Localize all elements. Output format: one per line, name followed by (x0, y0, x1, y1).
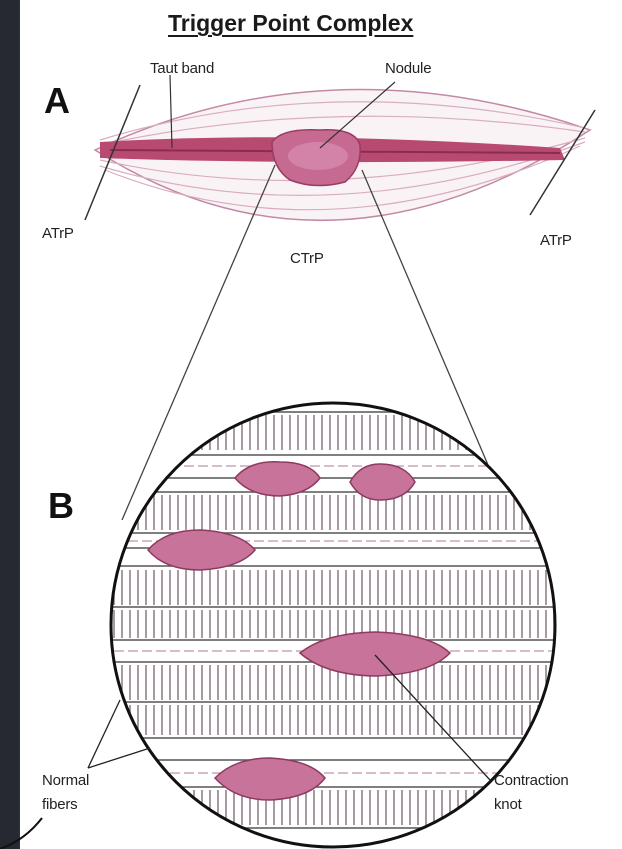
normal-fibers-label-line2: fibers (42, 796, 77, 813)
nodule (272, 130, 360, 186)
corner-mark (0, 818, 42, 849)
normal-fibers-leader-1 (88, 700, 120, 768)
normal-fibers-leader-2 (88, 748, 150, 768)
panel-b-letter: B (48, 485, 74, 527)
panel-a-letter: A (44, 80, 70, 122)
contraction-knot-label-line1: Contraction (494, 772, 569, 789)
figure-title: Trigger Point Complex (168, 10, 413, 37)
taut-band-label: Taut band (150, 60, 214, 77)
contraction-knot-label-line2: knot (494, 796, 522, 813)
atrp-right-label: ATrP (540, 232, 572, 249)
atrp-left-label: ATrP (42, 225, 74, 242)
ctrp-label: CTrP (290, 250, 324, 267)
nodule-label: Nodule (385, 60, 431, 77)
normal-fibers-label-line1: Normal (42, 772, 89, 789)
